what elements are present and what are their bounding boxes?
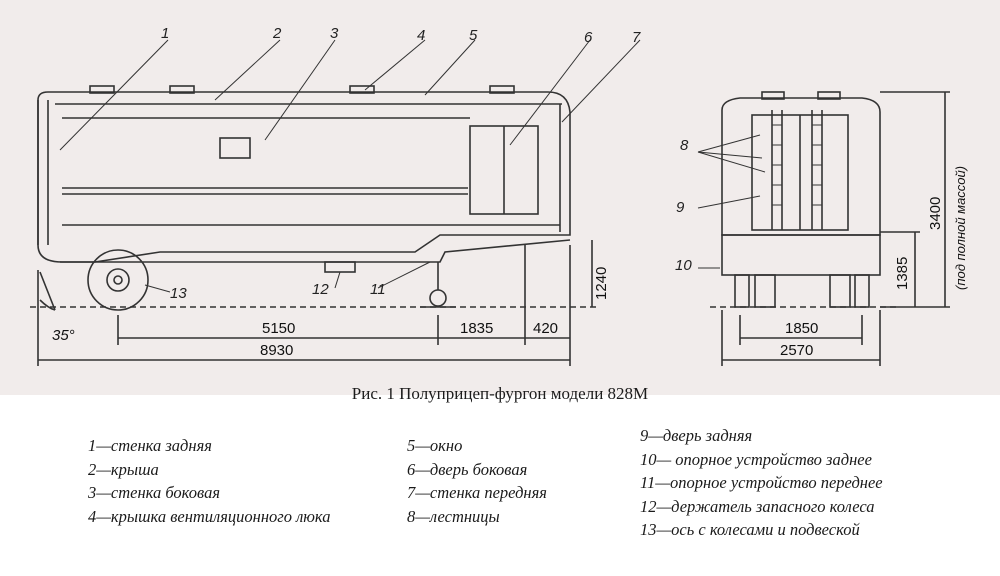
side-window	[219, 137, 251, 159]
callout-13: 13	[170, 285, 187, 302]
angle-label: 35°	[52, 327, 75, 344]
rear-view-body-outline	[721, 97, 881, 236]
legend-column-2: 5—окно 6—дверь боковая 7—стенка передняя…	[407, 434, 547, 528]
side-view-body-outline	[37, 91, 571, 263]
rear-view-roof-vent-1	[761, 91, 785, 100]
callout-11: 11	[370, 281, 386, 298]
callout-3: 3	[330, 25, 339, 42]
legend-item: 3—стенка боковая	[88, 483, 220, 502]
dim-8930: 8930	[260, 342, 293, 359]
dim-1835: 1835	[460, 320, 493, 337]
roof-vent-3	[349, 85, 375, 94]
technical-drawing-background: 1 2 3 4 5 6 7 8 9 10 11 12 13 5150 8930 …	[0, 0, 1000, 395]
callout-6: 6	[584, 29, 593, 46]
legend-item: 11—опорное устройство переднее	[640, 473, 883, 492]
callout-2: 2	[272, 25, 282, 42]
semitrailer-drawing: 1 2 3 4 5 6 7 8 9 10 11 12 13 5150 8930 …	[30, 25, 968, 366]
callout-5: 5	[469, 27, 478, 44]
rear-wheel	[87, 249, 149, 311]
legend-item: 9—дверь задняя	[640, 426, 753, 445]
callout-4: 4	[417, 27, 425, 44]
dim-3400: 3400	[927, 197, 944, 230]
rear-wall	[37, 100, 49, 245]
legend-item: 8—лестницы	[407, 506, 500, 526]
roof-vent-2	[169, 85, 195, 94]
spare-wheel-holder	[324, 261, 356, 273]
legend-column-3: 9—дверь задняя 10— опорное устройство за…	[640, 424, 883, 542]
rear-view-roof-vent-2	[817, 91, 841, 100]
roof-vent-1	[89, 85, 115, 94]
callout-7: 7	[632, 29, 641, 46]
legend-item: 7—стенка передняя	[407, 483, 547, 502]
legend-item: 1—стенка задняя	[88, 436, 212, 455]
dim-1240: 1240	[593, 267, 610, 300]
callout-9: 9	[676, 199, 685, 216]
callout-10: 10	[675, 257, 692, 274]
legend-item: 12—держатель запасного колеса	[640, 496, 875, 516]
dim-420: 420	[533, 320, 558, 337]
callout-8: 8	[680, 137, 689, 154]
callout-1: 1	[161, 25, 169, 42]
legend-item: 2—крыша	[88, 459, 159, 479]
callout-12: 12	[312, 281, 329, 298]
legend-item: 13—ось с колесами и подвеской	[640, 520, 860, 539]
rear-support	[734, 274, 750, 308]
roof-vent-4	[489, 85, 515, 94]
mass-note: (под полной массой)	[953, 166, 968, 290]
dim-2570: 2570	[780, 342, 813, 359]
dim-5150: 5150	[262, 320, 295, 337]
legend-item: 6—дверь боковая	[407, 459, 528, 479]
dim-1850: 1850	[785, 320, 818, 337]
legend-item: 4—крышка вентиляционного люка	[88, 506, 331, 526]
legend-item: 5—окно	[407, 436, 463, 455]
legend-column-1: 1—стенка задняя 2—крыша 3—стенка боковая…	[88, 434, 330, 528]
legend-item: 10— опорное устройство заднее	[640, 449, 872, 469]
dim-1385: 1385	[894, 257, 911, 290]
figure-caption: Рис. 1 Полуприцеп-фургон модели 828М	[351, 384, 649, 403]
chassis-frame	[60, 239, 571, 263]
rear-view-frame	[721, 234, 881, 276]
